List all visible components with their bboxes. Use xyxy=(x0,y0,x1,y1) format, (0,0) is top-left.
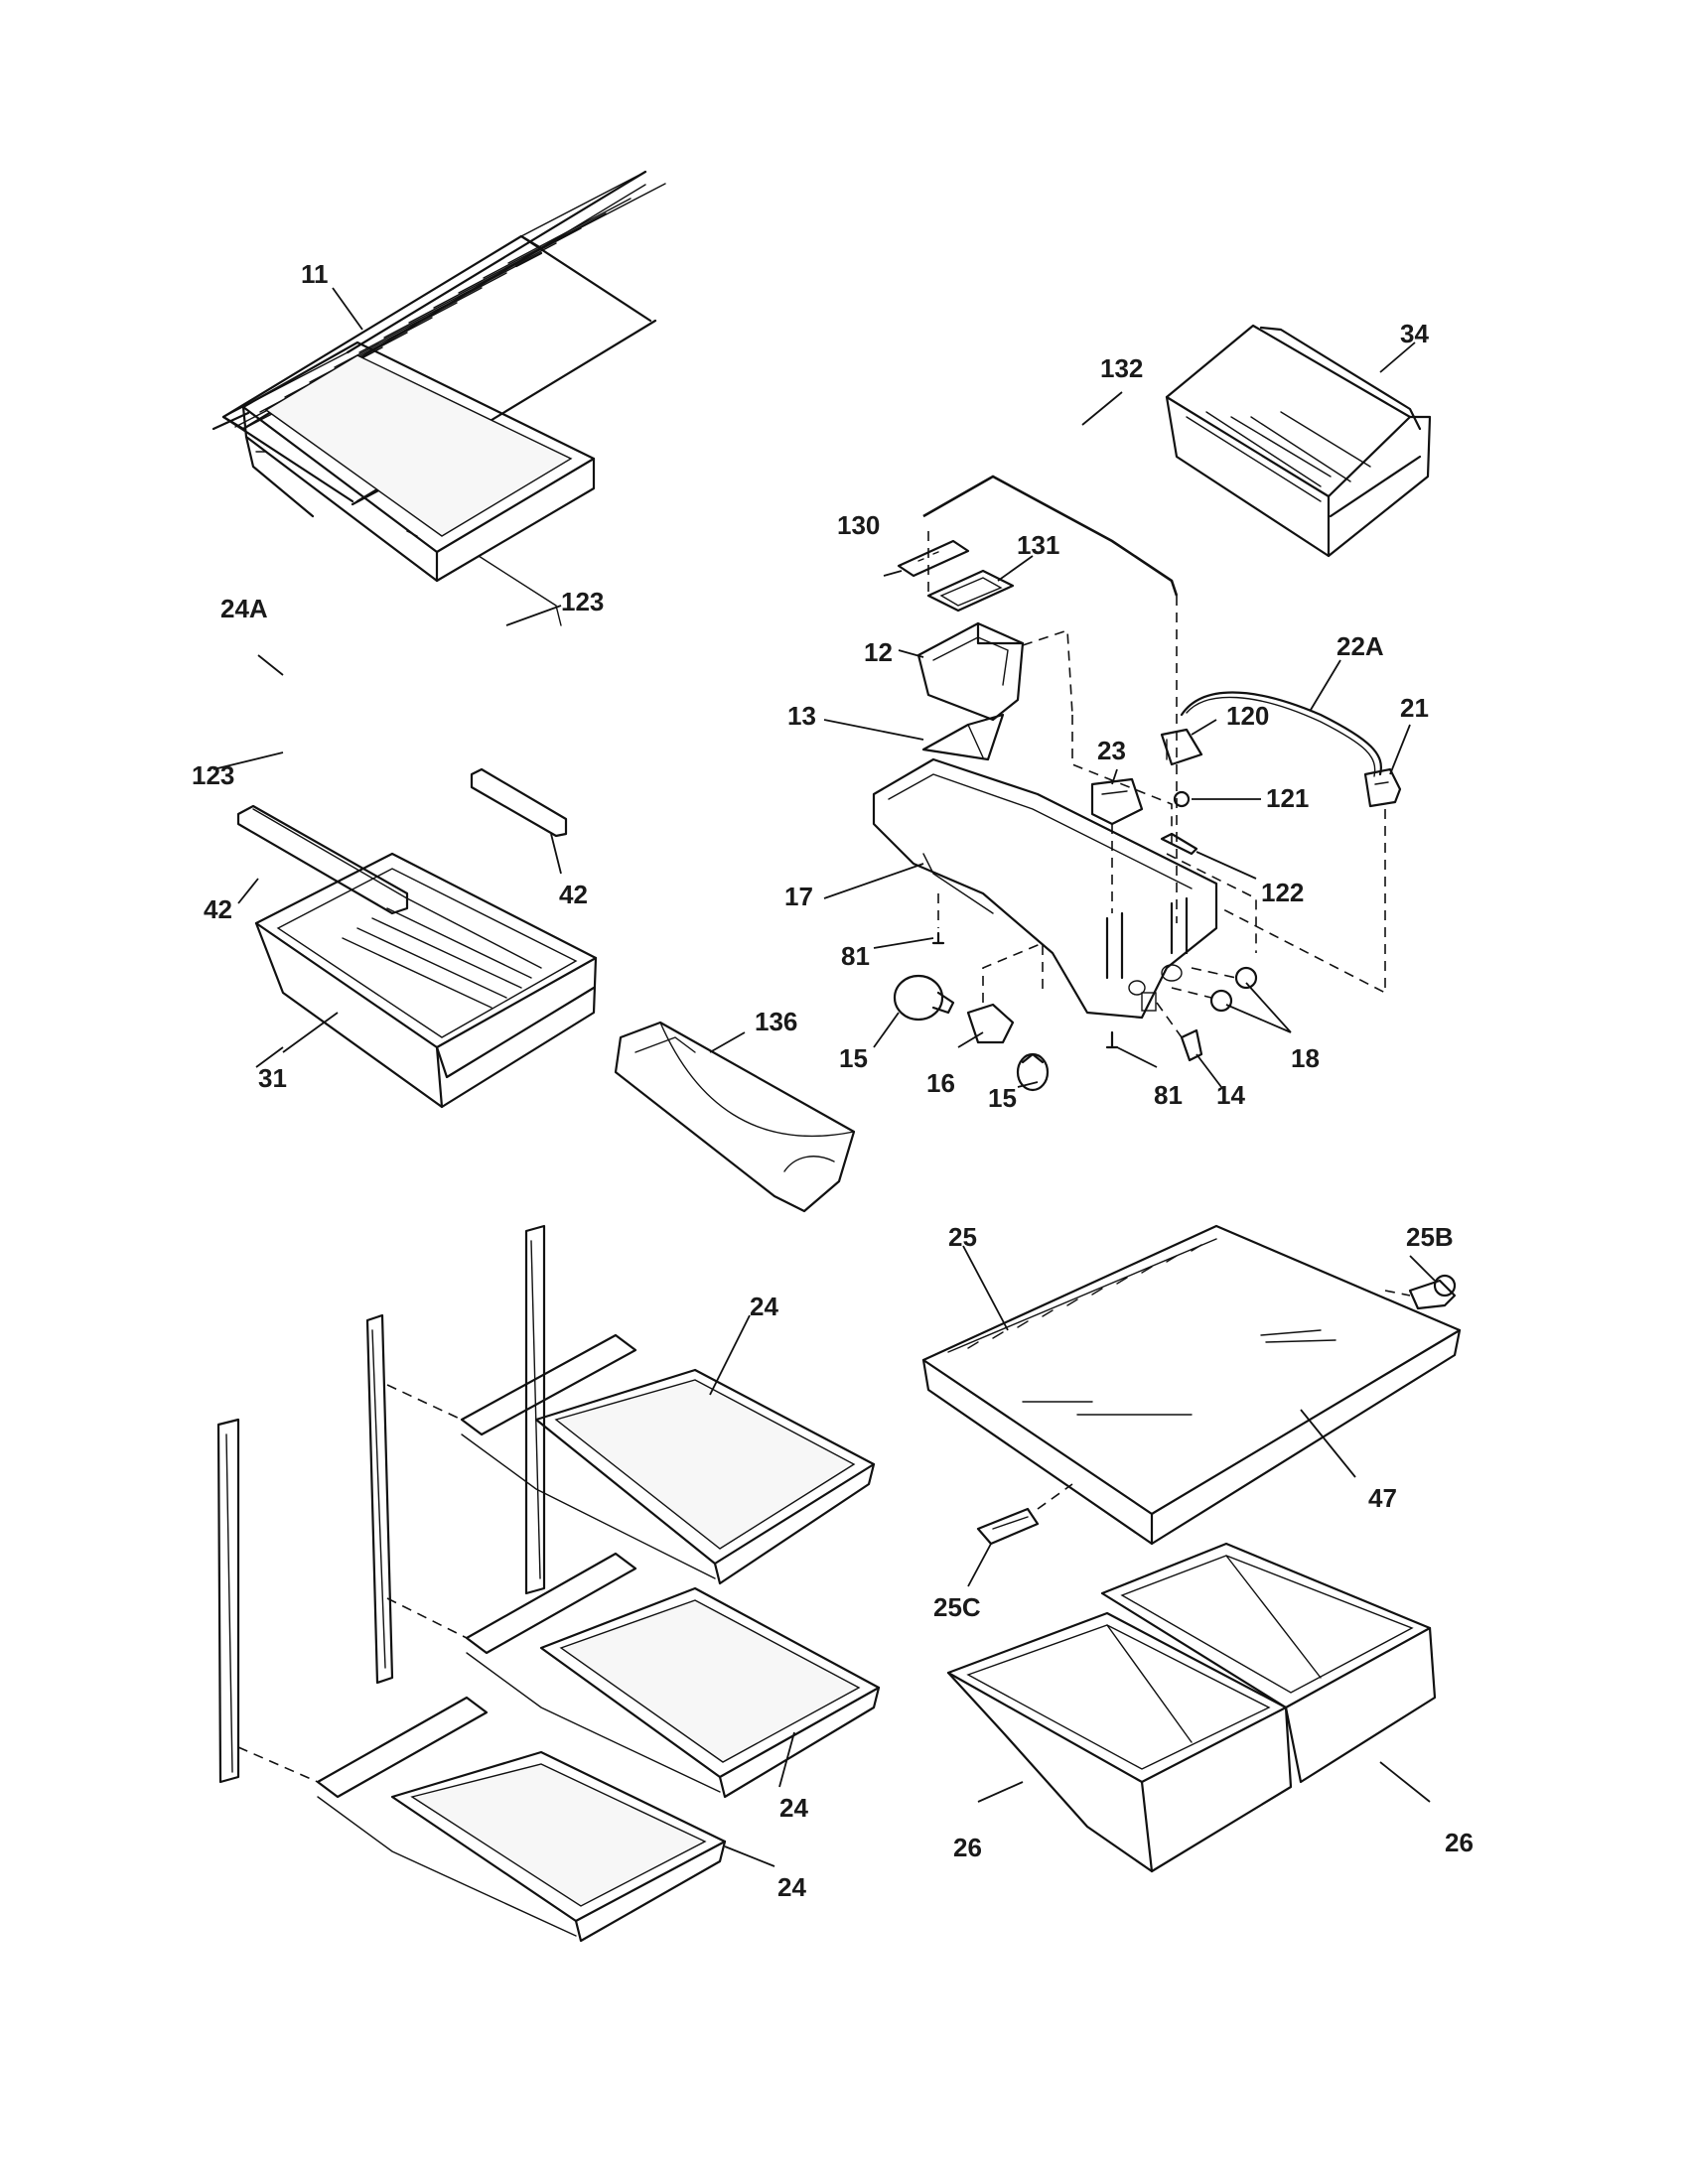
bin-part-34 xyxy=(1165,324,1432,558)
screw-part-81 xyxy=(931,893,1119,1049)
callout-120: 120 xyxy=(1226,701,1269,731)
callout-24-top: 24 xyxy=(750,1292,778,1321)
lens-part-13 xyxy=(921,713,1005,761)
cable-part-22A xyxy=(1180,691,1382,777)
light-bulb-part-15 xyxy=(893,974,1050,1092)
clip-part-25C xyxy=(976,1483,1073,1546)
light-housing-part-12 xyxy=(916,621,1073,722)
switch-part-14 xyxy=(1156,1002,1203,1062)
callout-81-left: 81 xyxy=(841,941,870,971)
callout-25B: 25B xyxy=(1406,1222,1454,1252)
bracket-part-130 xyxy=(897,539,970,578)
callout-24-bottom: 24 xyxy=(777,1872,806,1902)
callout-16: 16 xyxy=(926,1068,955,1098)
callout-24A: 24A xyxy=(220,594,268,623)
glass-shelf-part-24 xyxy=(386,1333,876,1585)
callout-21: 21 xyxy=(1400,693,1429,723)
shelf-part-24A xyxy=(241,341,596,626)
callout-11: 11 xyxy=(301,259,329,289)
callout-136: 136 xyxy=(755,1007,797,1036)
callout-labels: 11 34 132 130 131 24A 123 12 22A 13 120 … xyxy=(192,259,1474,1902)
crisper-bin-part-31 xyxy=(254,852,598,1109)
callout-23: 23 xyxy=(1097,736,1126,765)
callout-15-left: 15 xyxy=(839,1043,868,1073)
callout-22A: 22A xyxy=(1336,631,1384,661)
callout-81-right: 81 xyxy=(1154,1080,1183,1110)
glass-shelf-part-24-bottom xyxy=(237,1696,727,1943)
callout-132: 132 xyxy=(1100,353,1143,383)
leader-lines xyxy=(212,287,1436,1867)
thermostat-part-23 xyxy=(1090,777,1144,913)
cover-part-136 xyxy=(614,1021,856,1213)
callout-17: 17 xyxy=(784,882,813,911)
callout-130: 130 xyxy=(837,510,880,540)
clip-part-120 xyxy=(1160,728,1203,766)
callout-25: 25 xyxy=(948,1222,977,1252)
module-part-131 xyxy=(922,476,1015,613)
callout-122: 122 xyxy=(1261,878,1304,907)
callout-14: 14 xyxy=(1216,1080,1245,1110)
callout-13: 13 xyxy=(787,701,816,731)
callout-123-bottom: 123 xyxy=(192,760,234,790)
callout-42-left: 42 xyxy=(204,894,232,924)
glass-shelf-part-24-middle xyxy=(386,1552,881,1799)
callout-42-right: 42 xyxy=(559,880,588,909)
callout-47: 47 xyxy=(1368,1483,1397,1513)
shelf-rail-part-42 xyxy=(236,767,568,915)
callout-121: 121 xyxy=(1266,783,1309,813)
clip-part-122 xyxy=(1160,832,1198,856)
crisper-drawer-part-26-right xyxy=(1100,1542,1437,1784)
callout-26-right: 26 xyxy=(1445,1828,1474,1857)
light-socket-part-16 xyxy=(966,941,1044,1044)
control-housing-part-17 xyxy=(872,715,1257,1020)
callout-26-left: 26 xyxy=(953,1833,982,1862)
switch-part-21 xyxy=(1220,767,1402,995)
callout-131: 131 xyxy=(1017,530,1059,560)
callout-15-right: 15 xyxy=(988,1083,1017,1113)
shelf-ladder-rails xyxy=(216,1224,546,1784)
crisper-drawer-part-26 xyxy=(946,1611,1293,1873)
clip-part-25B xyxy=(1384,1274,1457,1310)
knob-part-18 xyxy=(1171,966,1258,1013)
crisper-cover-part-25 xyxy=(921,1224,1462,1546)
callout-18: 18 xyxy=(1291,1043,1320,1073)
callout-34: 34 xyxy=(1400,319,1429,348)
callout-24-middle: 24 xyxy=(779,1793,808,1823)
nut-part-121 xyxy=(1173,790,1191,808)
callout-25C: 25C xyxy=(933,1592,981,1622)
callout-31: 31 xyxy=(258,1063,287,1093)
callout-123-top: 123 xyxy=(561,587,604,616)
callout-12: 12 xyxy=(864,637,893,667)
